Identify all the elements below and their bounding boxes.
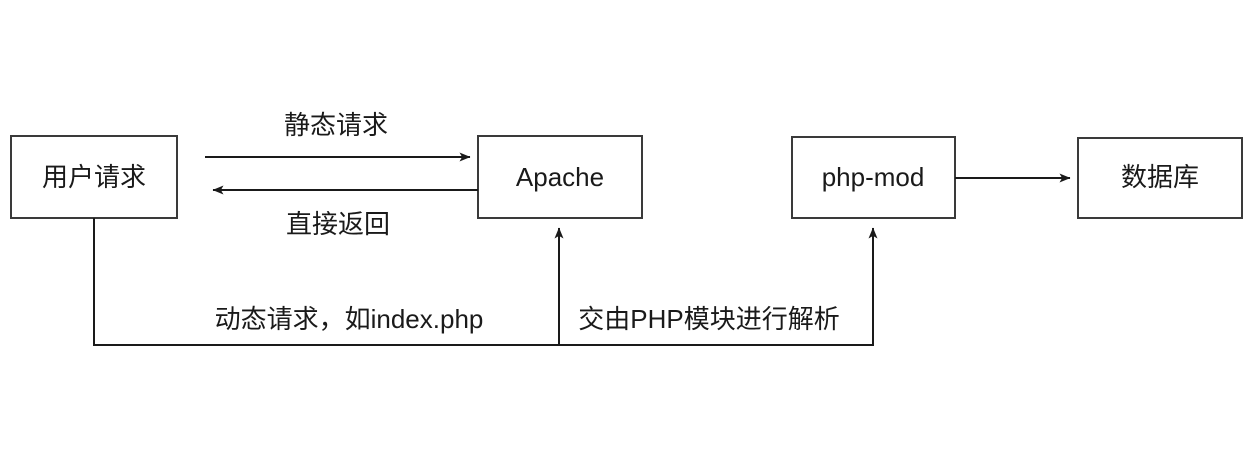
edge-dynamic-request: [93, 218, 564, 346]
edge-label-direct-return: 直接返回: [286, 209, 390, 239]
edge-label-dynamic-request: 动态请求，如index.php: [215, 304, 484, 334]
node-label-apache: Apache: [516, 162, 604, 192]
node-label-php-mod: php-mod: [822, 162, 925, 192]
node-apache[interactable]: [477, 135, 643, 219]
edge-php-parse: [559, 227, 878, 346]
node-php-mod[interactable]: [791, 136, 956, 219]
node-database[interactable]: [1077, 137, 1243, 219]
edge-label-php-parse: 交由PHP模块进行解析: [578, 304, 839, 334]
node-label-database: 数据库: [1121, 162, 1199, 192]
node-label-user-request: 用户请求: [42, 162, 146, 192]
node-user-request[interactable]: [10, 135, 178, 219]
edge-label-static-request: 静态请求: [284, 110, 388, 140]
